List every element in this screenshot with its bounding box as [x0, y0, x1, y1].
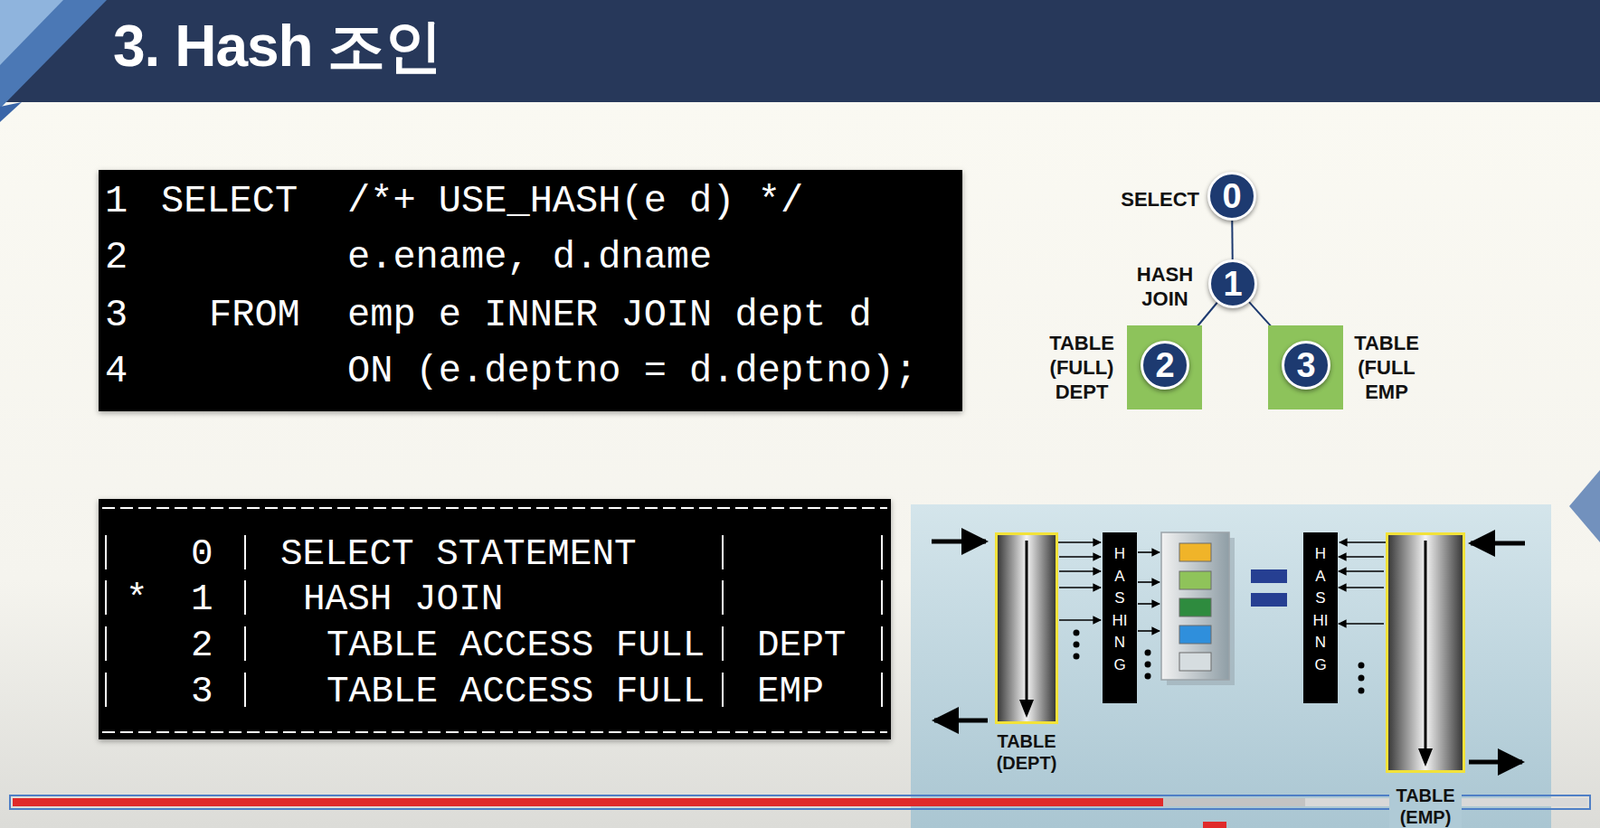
svg-rect [0, 0, 1600, 103]
plan-cell: 2 [190, 623, 214, 669]
code-text: ON (e.deptno = d.deptno); [347, 349, 918, 395]
svg-polygon [0, 0, 64, 66]
svg-line [1137, 551, 1160, 554]
table-label: TABLE (DEPT) [983, 730, 1070, 775]
svg-line [1059, 570, 1101, 573]
callout-number: 0 [1221, 179, 1241, 214]
node-circle: 0SELECT [1207, 171, 1257, 221]
svg-line [1338, 570, 1384, 573]
svg-rect [1250, 593, 1288, 607]
code-text: /*+ USE_HASH(e d) */ [347, 179, 804, 225]
svg-line [1468, 760, 1523, 766]
node-circle: 1HASH JOIN [1208, 259, 1258, 309]
node-label: HASH JOIN [1129, 262, 1201, 312]
svg-rect [1202, 822, 1227, 828]
svg-line [1059, 556, 1101, 559]
table-label: TABLE (EMP) [1389, 785, 1462, 828]
svg-circle [1145, 662, 1152, 669]
svg-rect [1179, 653, 1212, 672]
svg-rect [1179, 625, 1212, 644]
node-hash: HASHING [1102, 532, 1137, 704]
code-text: SELECT [160, 179, 298, 225]
svg-line [1137, 603, 1160, 606]
svg-polygon [1569, 470, 1600, 543]
svg-rect [1161, 532, 1230, 681]
node-circle: 3 [1281, 340, 1331, 390]
svg-rect [12, 798, 1306, 807]
connector [1058, 541, 1101, 544]
svg-circle [1073, 653, 1080, 661]
svg-rect [1250, 569, 1288, 584]
hashing-text: HASHING [1313, 543, 1329, 677]
node-circle: 2 [1140, 340, 1190, 390]
connector [1230, 220, 1233, 260]
node-label: SELECT [1120, 187, 1200, 212]
node-table: TABLE (EMP) [1385, 532, 1466, 774]
svg-rect [12, 798, 1588, 807]
code-text: 1 [104, 179, 128, 225]
svg-rect [1179, 598, 1212, 617]
code-text: 4 [104, 349, 128, 395]
plan-cell: * [125, 577, 149, 623]
svg-rect [9, 795, 1591, 810]
node-label: TABLE (FULL) DEPT [1041, 331, 1122, 405]
svg-rect [910, 504, 1552, 828]
code-text: 3 [104, 293, 128, 339]
svg-line [1137, 581, 1160, 584]
node-hash: HASHING [1303, 532, 1338, 704]
plan-cell: 1 [190, 577, 214, 623]
svg-line [1470, 541, 1525, 547]
svg-circle [1073, 630, 1080, 637]
callout-number: 3 [1296, 348, 1316, 383]
svg-line [934, 719, 988, 724]
svg-line [1059, 586, 1101, 589]
slide-title: 3. Hash 조인 [113, 5, 442, 87]
plan-cell: TABLE ACCESS FULL [326, 669, 705, 715]
code-text: e.ename, d.dname [347, 235, 712, 281]
svg-line [1338, 586, 1384, 589]
plan-cell: HASH JOIN [302, 577, 503, 623]
svg-line [1059, 619, 1101, 622]
scan-arrow [997, 535, 1056, 722]
node-green: TABLE (FULL) DEPT2 [1126, 325, 1203, 410]
code-text: 2 [104, 235, 128, 281]
svg-line [1338, 623, 1384, 625]
code-text: emp e INNER JOIN dept d [347, 293, 872, 339]
svg-line [931, 539, 986, 545]
callout-number: 1 [1222, 266, 1242, 302]
svg-rect [1179, 571, 1212, 590]
svg-polygon [0, 102, 22, 123]
plan-cell: EMP [757, 669, 824, 715]
callout-number: 2 [1155, 348, 1174, 383]
svg-rect [1179, 543, 1212, 562]
hashing-text: HASHING [1112, 543, 1128, 677]
svg-circle [1073, 642, 1080, 649]
plan-cell: TABLE ACCESS FULL [326, 623, 705, 669]
svg-rect [12, 798, 1164, 807]
svg-line [1137, 630, 1160, 633]
plan-cell: DEPT [757, 623, 846, 669]
svg-polygon [0, 0, 107, 109]
plan-cell: 0 [190, 531, 214, 578]
svg-circle [1358, 662, 1365, 670]
scan-arrow [1388, 535, 1463, 771]
svg-circle [1145, 650, 1152, 657]
node-plan: 0SELECT STATEMENT*1HASH JOIN2TABLE ACCES… [98, 499, 891, 740]
connector [1339, 541, 1386, 544]
svg-circle [1145, 673, 1152, 681]
svg-line [1338, 556, 1384, 559]
svg-circle [1358, 688, 1365, 695]
code-text: FROM [208, 293, 301, 339]
plan-cell: SELECT STATEMENT [280, 531, 637, 578]
node-table: TABLE (DEPT) [994, 532, 1059, 725]
node-code: 1 SELECT /*+ USE_HASH(e d) */ 2 e.ename, d.d… [98, 170, 963, 412]
plan-cell: 3 [190, 669, 214, 715]
svg-circle [1358, 675, 1365, 682]
node-green: TABLE (FULL EMP3 [1268, 325, 1344, 410]
node-label: TABLE (FULL EMP [1346, 331, 1427, 405]
